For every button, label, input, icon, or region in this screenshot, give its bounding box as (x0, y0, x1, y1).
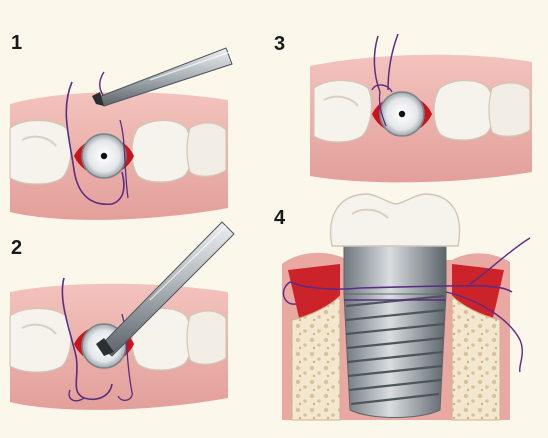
panel-1 (10, 48, 232, 220)
tooth-icon (10, 309, 71, 373)
panel-4 (282, 194, 530, 420)
implant-icon (344, 244, 446, 418)
tooth-icon (314, 81, 371, 143)
tooth-icon (10, 121, 71, 185)
tooth-icon (434, 81, 530, 141)
panel-3 (310, 34, 532, 182)
panel-2 (10, 222, 234, 410)
tooth-icon (331, 194, 460, 246)
tooth-icon (132, 121, 226, 183)
